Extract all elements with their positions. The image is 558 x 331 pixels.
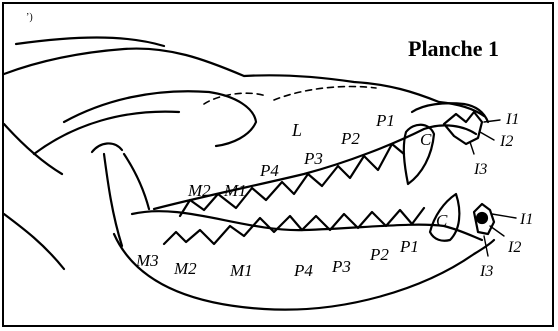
label-lower-i3: I3 — [479, 263, 493, 280]
pointer-lower-i1 — [492, 214, 516, 218]
label-upper-p2: P2 — [340, 129, 360, 148]
label-lower-p2: P2 — [369, 245, 389, 264]
label-lower-p1: P1 — [399, 237, 419, 256]
plate-frame: L P1 P2 P3 P4 M1 M2 C I1 I2 I3 M3 M2 M1 … — [2, 2, 554, 327]
label-lower-m2: M2 — [173, 259, 197, 278]
lower-left-curve — [4, 214, 64, 269]
lower-incisor-dot — [477, 213, 487, 223]
plate-title: Planche 1 — [406, 36, 501, 62]
pointer-lower-i2 — [490, 226, 504, 236]
label-upper-m2: M2 — [187, 181, 211, 200]
mandible-coronoid — [124, 154, 149, 209]
label-lower-p4: P4 — [293, 261, 313, 280]
label-lower-m3: M3 — [135, 251, 159, 270]
orbit-arch — [16, 38, 164, 47]
label-upper-m1: M1 — [223, 181, 247, 200]
label-upper-c: C — [420, 130, 432, 149]
label-lower-c: C — [436, 211, 448, 230]
zygomatic-lower — [34, 112, 179, 154]
label-upper-p4: P4 — [259, 161, 279, 180]
lower-tooth-row — [164, 208, 424, 244]
pointer-upper-i3 — [470, 142, 474, 154]
label-lower-i1: I1 — [519, 211, 533, 228]
label-lower-i2: I2 — [507, 239, 521, 256]
mandible-ramus — [104, 154, 122, 246]
label-upper-i2: I2 — [499, 133, 513, 150]
label-upper-p3: P3 — [303, 149, 323, 168]
label-upper-l: L — [291, 120, 302, 140]
nasal-dashed-line — [204, 87, 376, 105]
label-upper-i3: I3 — [473, 161, 487, 178]
label-lower-p3: P3 — [331, 257, 351, 276]
upper-tooth-row — [180, 144, 404, 216]
label-lower-m1: M1 — [229, 261, 253, 280]
pointer-upper-i2 — [480, 132, 494, 140]
skull-back — [4, 124, 62, 174]
label-upper-p1: P1 — [375, 111, 395, 130]
corner-mark: ’) — [26, 12, 33, 23]
label-upper-i1: I1 — [505, 111, 519, 128]
mandible-condyle — [92, 143, 122, 152]
zygomatic-arch — [64, 91, 256, 146]
